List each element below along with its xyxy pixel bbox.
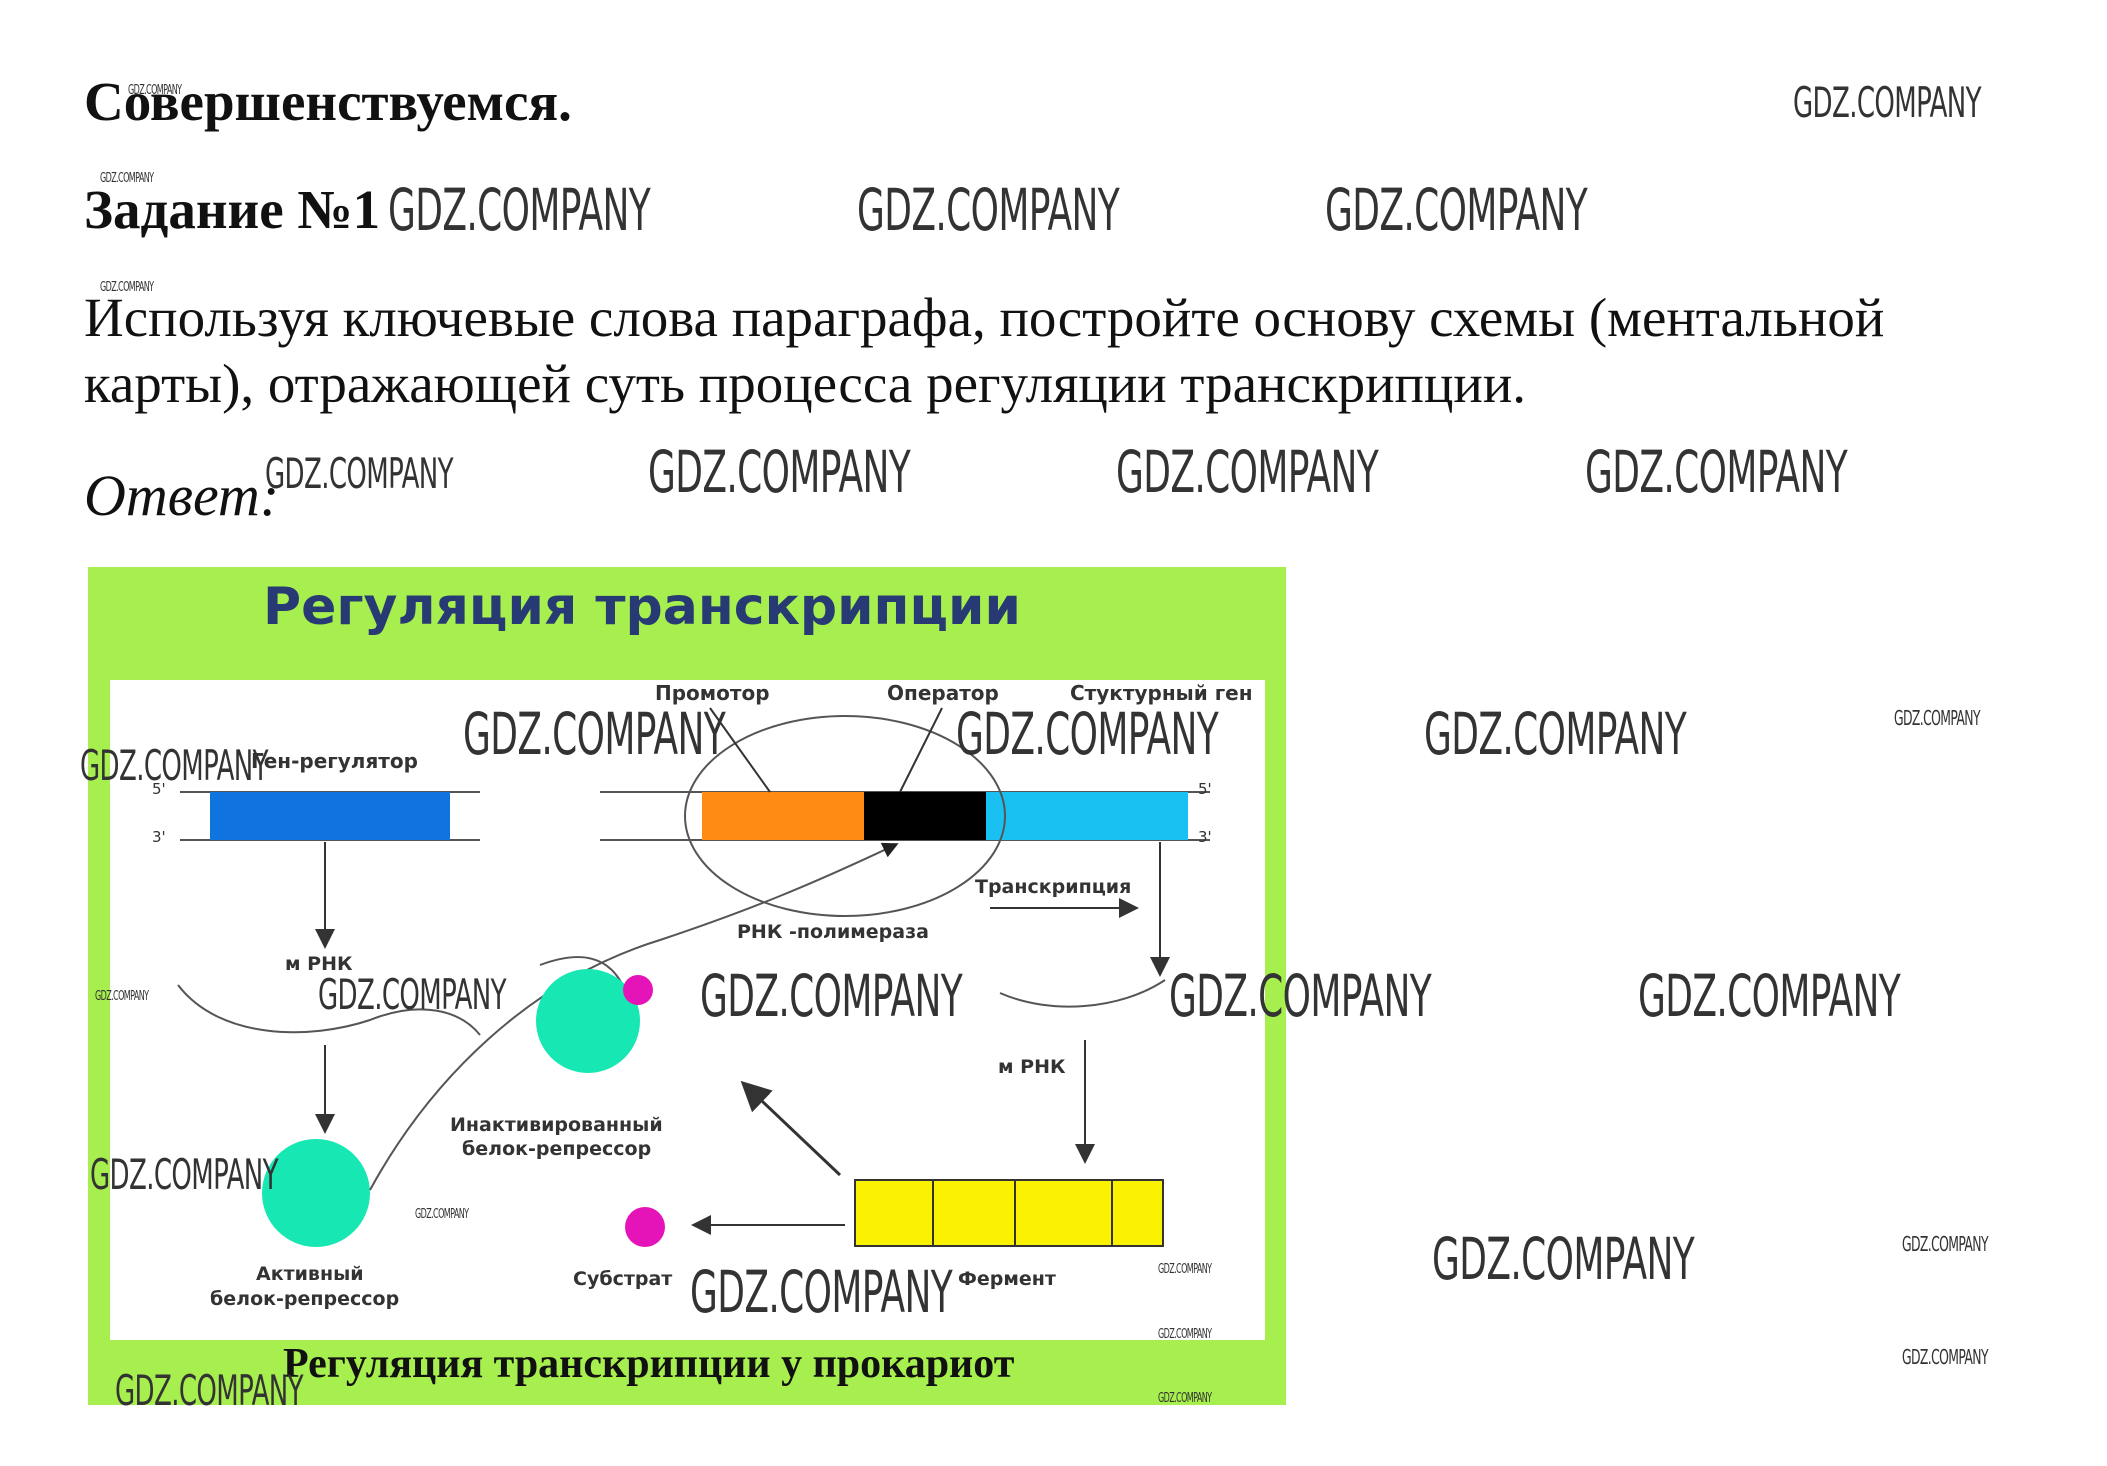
watermark: GDZ.COMPANY bbox=[90, 1150, 279, 1199]
inactivated-repressor-label-1: Инактивированный bbox=[450, 1114, 663, 1136]
repressor-to-operator-line bbox=[369, 842, 899, 1191]
diagram-title: Регуляция транскрипции bbox=[263, 577, 1021, 637]
five-prime-right: 5' bbox=[1198, 780, 1212, 798]
watermark: GDZ.COMPANY bbox=[1902, 1232, 1989, 1256]
watermark: GDZ.COMPANY bbox=[415, 1207, 469, 1222]
transcription-label: Транскрипция bbox=[975, 876, 1131, 898]
enzyme-to-inactive-arrow bbox=[740, 1080, 842, 1177]
operator-label: Оператор bbox=[887, 681, 999, 705]
watermark: GDZ.COMPANY bbox=[1902, 1345, 1989, 1369]
watermark: GDZ.COMPANY bbox=[1432, 1225, 1695, 1293]
watermark: GDZ.COMPANY bbox=[1325, 176, 1588, 244]
task-text: Используя ключевые слова параграфа, пост… bbox=[84, 287, 1885, 414]
watermark: GDZ.COMPANY bbox=[100, 171, 154, 186]
structural-gene-block bbox=[986, 792, 1188, 840]
watermark: GDZ.COMPANY bbox=[463, 700, 726, 768]
watermark: GDZ.COMPANY bbox=[1424, 700, 1687, 768]
regulator-gene-block bbox=[210, 792, 450, 840]
watermark: GDZ.COMPANY bbox=[648, 438, 911, 506]
active-repressor-label-2: белок-репрессор bbox=[210, 1288, 399, 1310]
bound-substrate-dot bbox=[623, 975, 653, 1005]
five-prime-left: 5' bbox=[152, 780, 166, 798]
watermark: GDZ.COMPANY bbox=[1158, 1327, 1212, 1342]
watermark: GDZ.COMPANY bbox=[388, 176, 651, 244]
operator-pointer bbox=[899, 707, 943, 793]
inactivated-repressor-circle bbox=[536, 969, 640, 1073]
substrate-label: Субстрат bbox=[573, 1268, 672, 1290]
watermark: GDZ.COMPANY bbox=[700, 962, 963, 1030]
watermark: GDZ.COMPANY bbox=[1793, 78, 1982, 127]
diagram-panel: Ген-регулятор 5' 3' 5' 3' Промотор Опера… bbox=[110, 680, 1265, 1340]
rna-polymerase-ellipse bbox=[684, 715, 1006, 917]
active-repressor-label-1: Активный bbox=[256, 1263, 364, 1285]
watermark: GDZ.COMPANY bbox=[318, 970, 507, 1019]
promoter-pointer bbox=[709, 707, 771, 793]
promoter-label: Промотор bbox=[655, 681, 770, 705]
enzyme-block bbox=[854, 1179, 1164, 1247]
promoter-block bbox=[702, 792, 864, 840]
watermark: GDZ.COMPANY bbox=[128, 83, 182, 98]
three-prime-left: 3' bbox=[152, 828, 166, 846]
answer-label: Ответ: bbox=[84, 463, 280, 528]
watermark: GDZ.COMPANY bbox=[265, 449, 454, 498]
watermark: GDZ.COMPANY bbox=[115, 1366, 304, 1415]
watermark: GDZ.COMPANY bbox=[956, 700, 1219, 768]
watermark: GDZ.COMPANY bbox=[80, 741, 269, 790]
watermark: GDZ.COMPANY bbox=[1894, 706, 1981, 730]
enzyme-label: Фермент bbox=[958, 1268, 1056, 1290]
transcription-regulation-diagram: Регуляция транскрипции Ген-регулятор 5' … bbox=[88, 567, 1286, 1405]
task-heading: Задание №1 bbox=[84, 179, 381, 240]
regulator-gene-label: Ген-регулятор bbox=[251, 749, 418, 773]
watermark: GDZ.COMPANY bbox=[1158, 1391, 1212, 1406]
substrate-dot bbox=[625, 1207, 665, 1247]
diagram-caption: Регуляция транскрипции у прокариот bbox=[283, 1341, 1015, 1387]
mrna-strand-left bbox=[177, 984, 481, 1036]
watermark: GDZ.COMPANY bbox=[1169, 962, 1432, 1030]
watermark: GDZ.COMPANY bbox=[1116, 438, 1379, 506]
watermark: GDZ.COMPANY bbox=[1638, 962, 1901, 1030]
inactivated-repressor-label-2: белок-репрессор bbox=[462, 1138, 651, 1160]
watermark: GDZ.COMPANY bbox=[1585, 438, 1848, 506]
mrna-label-right: м РНК bbox=[998, 1056, 1066, 1078]
watermark: GDZ.COMPANY bbox=[100, 280, 154, 295]
watermark: GDZ.COMPANY bbox=[95, 989, 149, 1004]
active-repressor-circle bbox=[262, 1139, 370, 1247]
operator-block bbox=[864, 792, 986, 840]
watermark: GDZ.COMPANY bbox=[857, 176, 1120, 244]
rna-polymerase-label: РНК -полимераза bbox=[737, 921, 929, 943]
structural-gene-label: Стуктурный ген bbox=[1070, 681, 1253, 705]
page-title: Совершенствуемся. bbox=[84, 71, 572, 132]
watermark: GDZ.COMPANY bbox=[690, 1258, 953, 1326]
watermark: GDZ.COMPANY bbox=[1158, 1262, 1212, 1277]
mrna-label-left: м РНК bbox=[285, 953, 353, 975]
operon-scheme: Ген-регулятор 5' 3' 5' 3' Промотор Опера… bbox=[152, 681, 1253, 1310]
three-prime-right: 3' bbox=[1198, 828, 1212, 846]
mrna-strand-right bbox=[999, 979, 1166, 1008]
